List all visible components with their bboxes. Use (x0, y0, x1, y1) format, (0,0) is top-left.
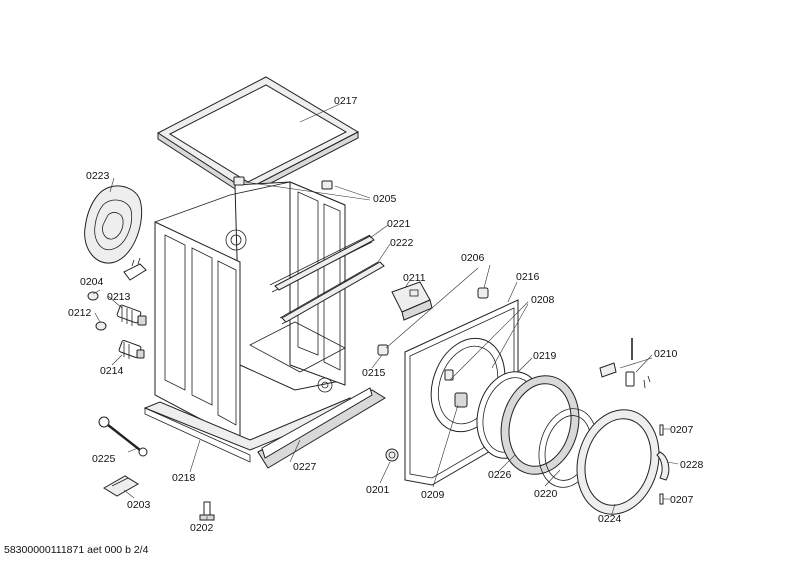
label-0218: 0218 (172, 472, 196, 484)
label-0207-lower: 0207 (670, 494, 694, 506)
cap-0204 (87, 291, 99, 301)
label-0221: 0221 (387, 218, 411, 230)
hinge-0210 (599, 338, 651, 389)
leader-lines (92, 103, 679, 520)
label-0206: 0206 (461, 252, 485, 264)
document-reference: 58300000111871 aet 000 b 2/4 (4, 544, 149, 556)
label-0226: 0226 (488, 469, 512, 481)
label-0201: 0201 (366, 484, 390, 496)
label-0210: 0210 (654, 348, 678, 360)
label-0211: 0211 (403, 272, 426, 284)
label-0217: 0217 (334, 95, 358, 107)
top-cover (157, 76, 360, 197)
clip-bracket (123, 257, 147, 281)
door-outer-ring (576, 409, 660, 515)
part-0201 (385, 448, 399, 462)
label-0216: 0216 (516, 271, 540, 283)
valve-0214 (118, 340, 145, 359)
clip-0206 (477, 287, 489, 299)
label-0208: 0208 (531, 294, 555, 306)
label-0209: 0209 (421, 489, 445, 501)
label-0219: 0219 (533, 350, 557, 362)
door-inner-ring (500, 375, 598, 488)
label-0213: 0213 (107, 291, 131, 303)
top-clips (233, 176, 333, 190)
label-0214: 0214 (100, 365, 124, 377)
label-0225: 0225 (92, 453, 116, 465)
label-0227: 0227 (293, 461, 317, 473)
label-0222: 0222 (390, 237, 414, 249)
label-0202: 0202 (190, 522, 214, 534)
label-0205: 0205 (373, 193, 397, 205)
bracket-0203 (103, 475, 139, 497)
label-0204: 0204 (80, 276, 104, 288)
label-0215: 0215 (362, 367, 386, 379)
rear-cover (84, 185, 143, 264)
part-0215 (377, 344, 389, 356)
label-0228: 0228 (680, 459, 704, 471)
label-0224: 0224 (598, 513, 622, 525)
wrench-tool (98, 416, 148, 457)
door-lock-0211 (391, 281, 433, 321)
valve-0213 (116, 304, 147, 326)
door-handle (656, 451, 670, 481)
label-0223: 0223 (86, 170, 110, 182)
label-0212: 0212 (68, 307, 92, 319)
cabinet-frame (143, 181, 386, 469)
cap-0212 (95, 321, 107, 331)
part-labels: 0217 0223 0205 0221 0222 0204 0213 0212 … (68, 95, 704, 534)
rails (274, 235, 385, 323)
label-0220: 0220 (534, 488, 558, 500)
label-0203: 0203 (127, 499, 151, 511)
label-0207-upper: 0207 (670, 424, 694, 436)
